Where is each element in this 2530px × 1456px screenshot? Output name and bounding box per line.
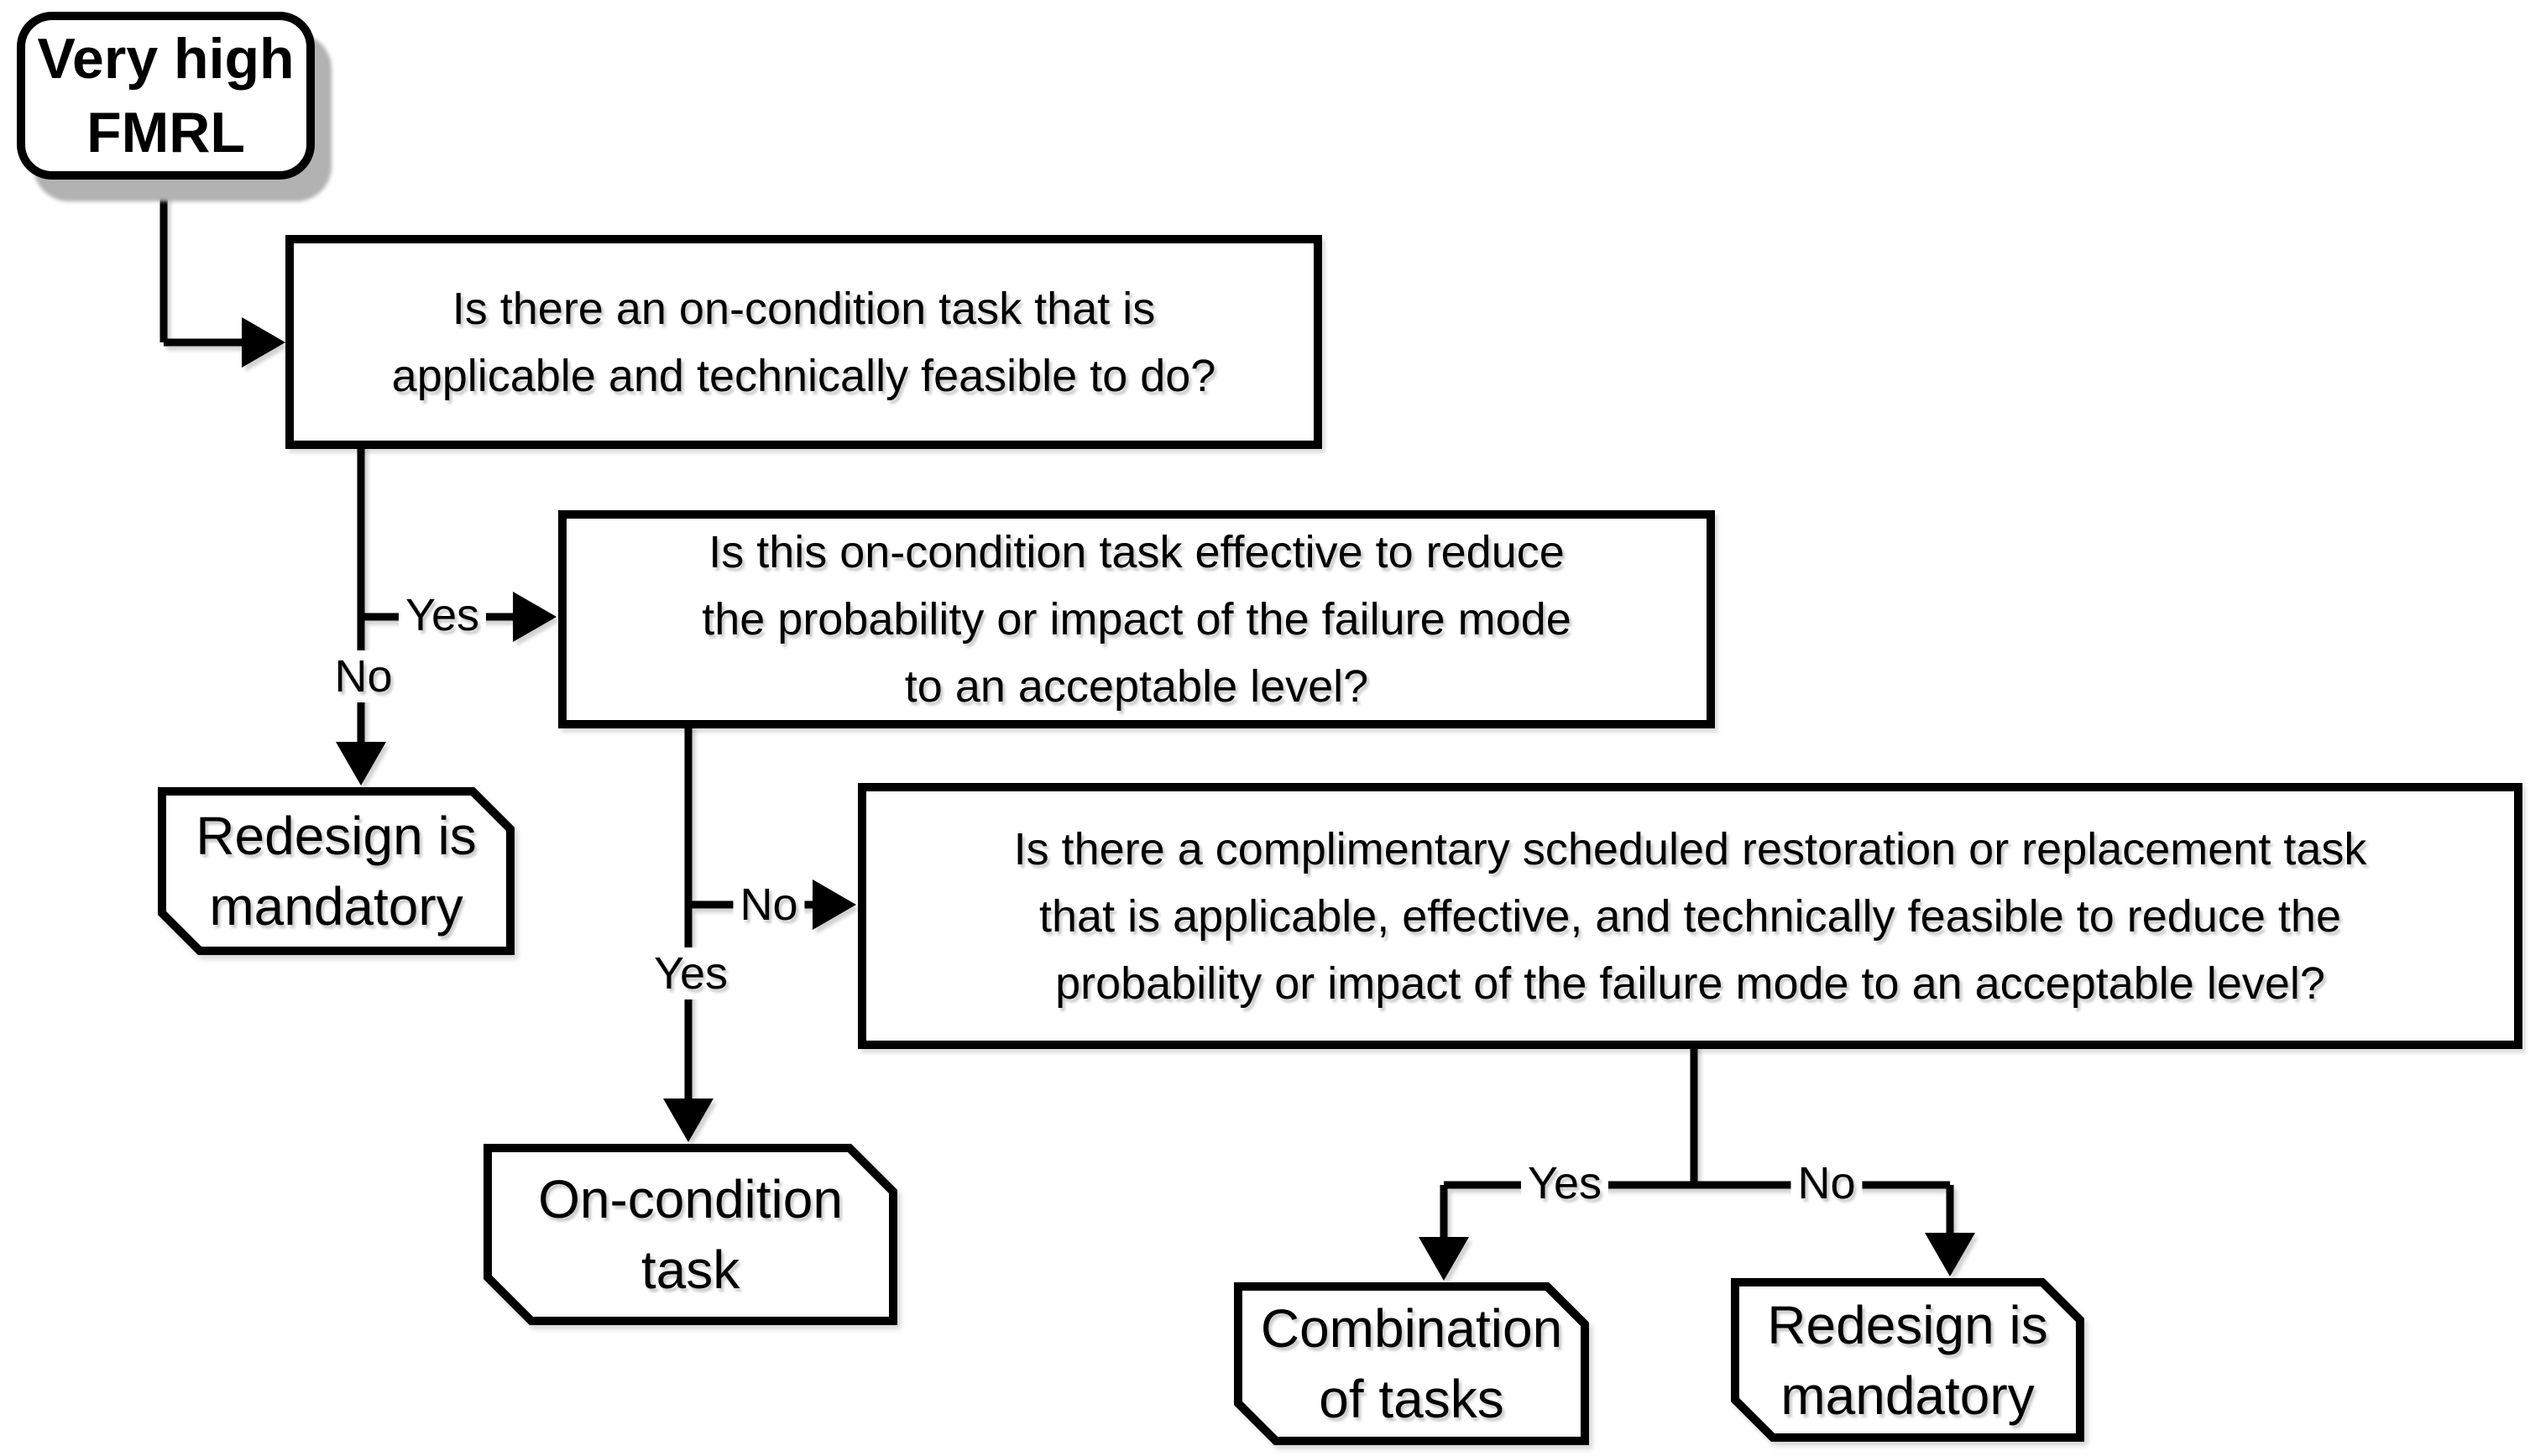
arrowhead-into-q1 [242,317,285,368]
node-question-complimentary-task: Is there a complimentary scheduled resto… [858,783,2522,1049]
node-label: Redesign is mandatory [1767,1294,2048,1426]
arrowhead-into-redesign-right [1925,1233,1975,1276]
node-outcome-combination-of-tasks: Combination of tasks [1234,1282,1589,1445]
node-label-line: Is there a complimentary scheduled resto… [1013,823,2367,874]
beveled-shape [484,1144,897,1325]
node-question-oncondition-effective: Is this on-condition task effective to r… [558,510,1715,728]
edge-label-q2-no: No [733,879,805,931]
node-label-line: that is applicable, effective, and techn… [1039,890,2341,942]
beveled-shape [1731,1278,2084,1442]
arrowhead-into-redesign-left [336,742,386,785]
beveled-shape [1234,1282,1589,1445]
node-label-line: to an acceptable level? [904,661,1369,712]
node-label-line: Is there an on-condition task that is [452,283,1156,334]
node-label-line: applicable and technically feasible to d… [391,350,1216,401]
arrowhead-into-q3 [813,879,856,930]
edge-label-q2-yes: Yes [646,947,735,999]
node-label-line: the probability or impact of the failure… [702,594,1571,645]
node-label: Redesign is mandatory [196,806,477,937]
node-label-line: FMRL [86,101,245,164]
connector-q3-branch [1440,1045,1954,1240]
node-label-line: probability or impact of the failure mod… [1055,958,2325,1009]
node-label-line: Very high [37,27,295,91]
node-outcome-redesign-mandatory-right: Redesign is mandatory [1731,1278,2084,1442]
node-question-oncondition-feasible: Is there an on-condition task that is ap… [285,235,1322,449]
node-outcome-on-condition-task: On-condition task [484,1144,897,1325]
node-label: Combination of tasks [1260,1298,1563,1429]
edge-label-q1-no: No [327,650,400,702]
beveled-shape [158,787,515,955]
node-outcome-redesign-mandatory-left: Redesign is mandatory [158,787,515,955]
connector-start-to-q1 [159,176,245,347]
arrowhead-into-on-condition [663,1099,714,1142]
edge-label-q3-yes: Yes [1520,1157,1609,1209]
edge-label-q1-yes: Yes [398,589,487,641]
node-label-line: Is this on-condition task effective to r… [708,527,1565,577]
arrowhead-into-q2 [513,592,557,642]
arrowhead-into-combination [1419,1237,1469,1281]
node-very-high-fmrl: Very high FMRL [17,12,315,180]
edge-label-q3-no: No [1790,1157,1863,1209]
node-label: On-condition task [538,1169,843,1300]
